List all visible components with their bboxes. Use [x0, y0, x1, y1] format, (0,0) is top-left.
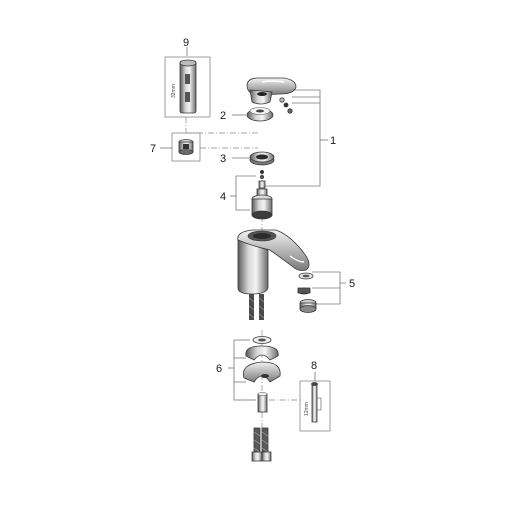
aerator-parts	[297, 272, 317, 313]
tool-8-dimension: 12mm	[304, 402, 310, 416]
part-label-7: 7	[150, 143, 156, 155]
ring-nut	[249, 151, 275, 166]
cartridge	[251, 188, 273, 220]
part-label-4: 4	[220, 191, 226, 203]
tool-8-box: 12mm	[299, 380, 331, 432]
tool-7-box	[171, 132, 201, 162]
leader-lines	[160, 47, 346, 401]
cover-ring	[246, 107, 274, 122]
part-label-1: 1	[330, 135, 336, 147]
tool-9-dimension: 32mm	[171, 84, 177, 98]
faucet-body	[237, 229, 310, 320]
part-label-8: 8	[311, 360, 317, 372]
part-number-labels: 9 1 2 7 3 4 5 6 8	[150, 37, 355, 375]
part-label-3: 3	[220, 153, 226, 165]
small-parts	[258, 169, 266, 189]
part-label-2: 2	[220, 110, 226, 122]
flexible-hose	[251, 427, 272, 462]
part-label-9: 9	[183, 37, 189, 49]
part-label-6: 6	[216, 363, 222, 375]
tool-9-box: 32mm	[164, 56, 211, 118]
part-label-5: 5	[349, 278, 355, 290]
lever-handle	[246, 77, 297, 114]
mounting-set	[243, 336, 281, 413]
